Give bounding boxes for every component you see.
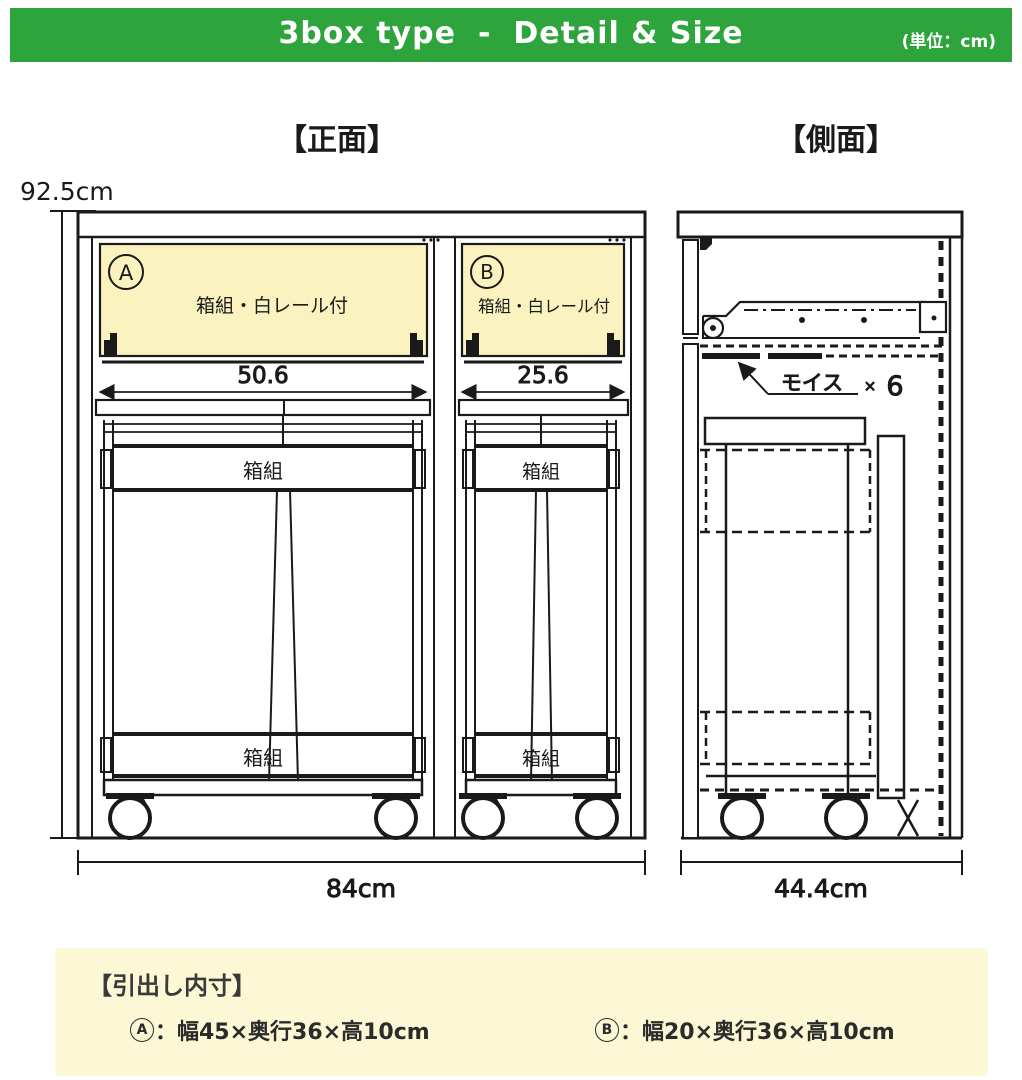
drawer-a-right-rail-foot — [410, 333, 423, 356]
cart-a-upper-label: 箱組 — [243, 459, 283, 483]
slide-rail — [700, 300, 948, 348]
moist-label: モイス — [781, 371, 843, 395]
front-view: 92.5cm A 箱組・白レール付 50.6 — [20, 177, 647, 904]
page-title: 3box type-Detail & Size — [10, 16, 1012, 51]
unit-note: (単位：cm) — [901, 32, 996, 52]
cart-b-upper-label: 箱組 — [522, 461, 560, 483]
moist-callout-arrow — [737, 361, 769, 395]
front-height-label: 92.5cm — [20, 177, 114, 206]
front-width-dim-line — [77, 850, 646, 875]
cart-b-lower-label: 箱組 — [522, 748, 560, 770]
cart-b: 箱組 箱組 — [457, 415, 623, 840]
drawer-b: B 箱組・白レール付 — [460, 242, 626, 364]
note-badge-a: A — [130, 1018, 154, 1042]
drawer-b-width-value: 25.6 — [517, 363, 568, 389]
drawer-b-left-rail-foot — [466, 333, 479, 356]
front-width-label: 84cm — [326, 874, 396, 903]
note-title: 【引出し内寸】 — [88, 972, 256, 1000]
side-depth-dim-line — [680, 850, 963, 875]
note-badge-b: B — [595, 1018, 619, 1042]
page-title-left: 3box type — [278, 16, 456, 51]
shelf-b — [457, 398, 630, 417]
moist-boards — [702, 353, 942, 359]
front-view-title: 【正面】 — [277, 123, 397, 158]
drawer-a-badge: A — [119, 261, 134, 285]
note-text-a: ：幅45×奥行36×高10cm — [155, 1020, 430, 1045]
page-title-dash: - — [477, 16, 492, 51]
front-center-divider — [433, 237, 456, 838]
note-text-b: ：幅20×奥行36×高10cm — [620, 1020, 895, 1045]
shelf-a — [94, 398, 432, 417]
side-view: モイス × 6 44.4cm — [676, 210, 964, 904]
side-cart — [700, 416, 934, 840]
drawer-a: A 箱組・白レール付 — [98, 242, 429, 364]
drawer-a-width-value: 50.6 — [237, 363, 288, 389]
note-item-b: B ：幅20×奥行36×高10cm — [595, 1014, 895, 1046]
side-top-panel — [676, 210, 964, 239]
drawer-b-badge: B — [480, 260, 494, 284]
drawer-b-label: 箱組・白レール付 — [478, 297, 610, 316]
drawer-a-left-rail-foot — [104, 333, 117, 356]
header-banner: 3box type-Detail & Size (単位：cm) — [10, 8, 1012, 62]
side-view-title: 【側面】 — [776, 123, 896, 158]
drawer-inner-size-note: 【引出し内寸】 A ：幅45×奥行36×高10cm B ：幅20×奥行36×高1… — [55, 948, 988, 1076]
side-depth-label: 44.4cm — [774, 874, 868, 903]
caster-icon — [716, 791, 768, 840]
note-item-a: A ：幅45×奥行36×高10cm — [130, 1014, 430, 1046]
cart-a-lower-label: 箱組 — [243, 746, 283, 770]
cart-a: 箱組 箱組 — [100, 415, 426, 840]
page-title-right: Detail & Size — [513, 16, 744, 51]
moist-count: 6 — [886, 371, 903, 402]
drawer-b-right-rail-foot — [607, 333, 620, 356]
drawer-a-label: 箱組・白レール付 — [196, 295, 348, 317]
caster-icon — [820, 791, 872, 840]
moist-times: × — [864, 377, 877, 395]
